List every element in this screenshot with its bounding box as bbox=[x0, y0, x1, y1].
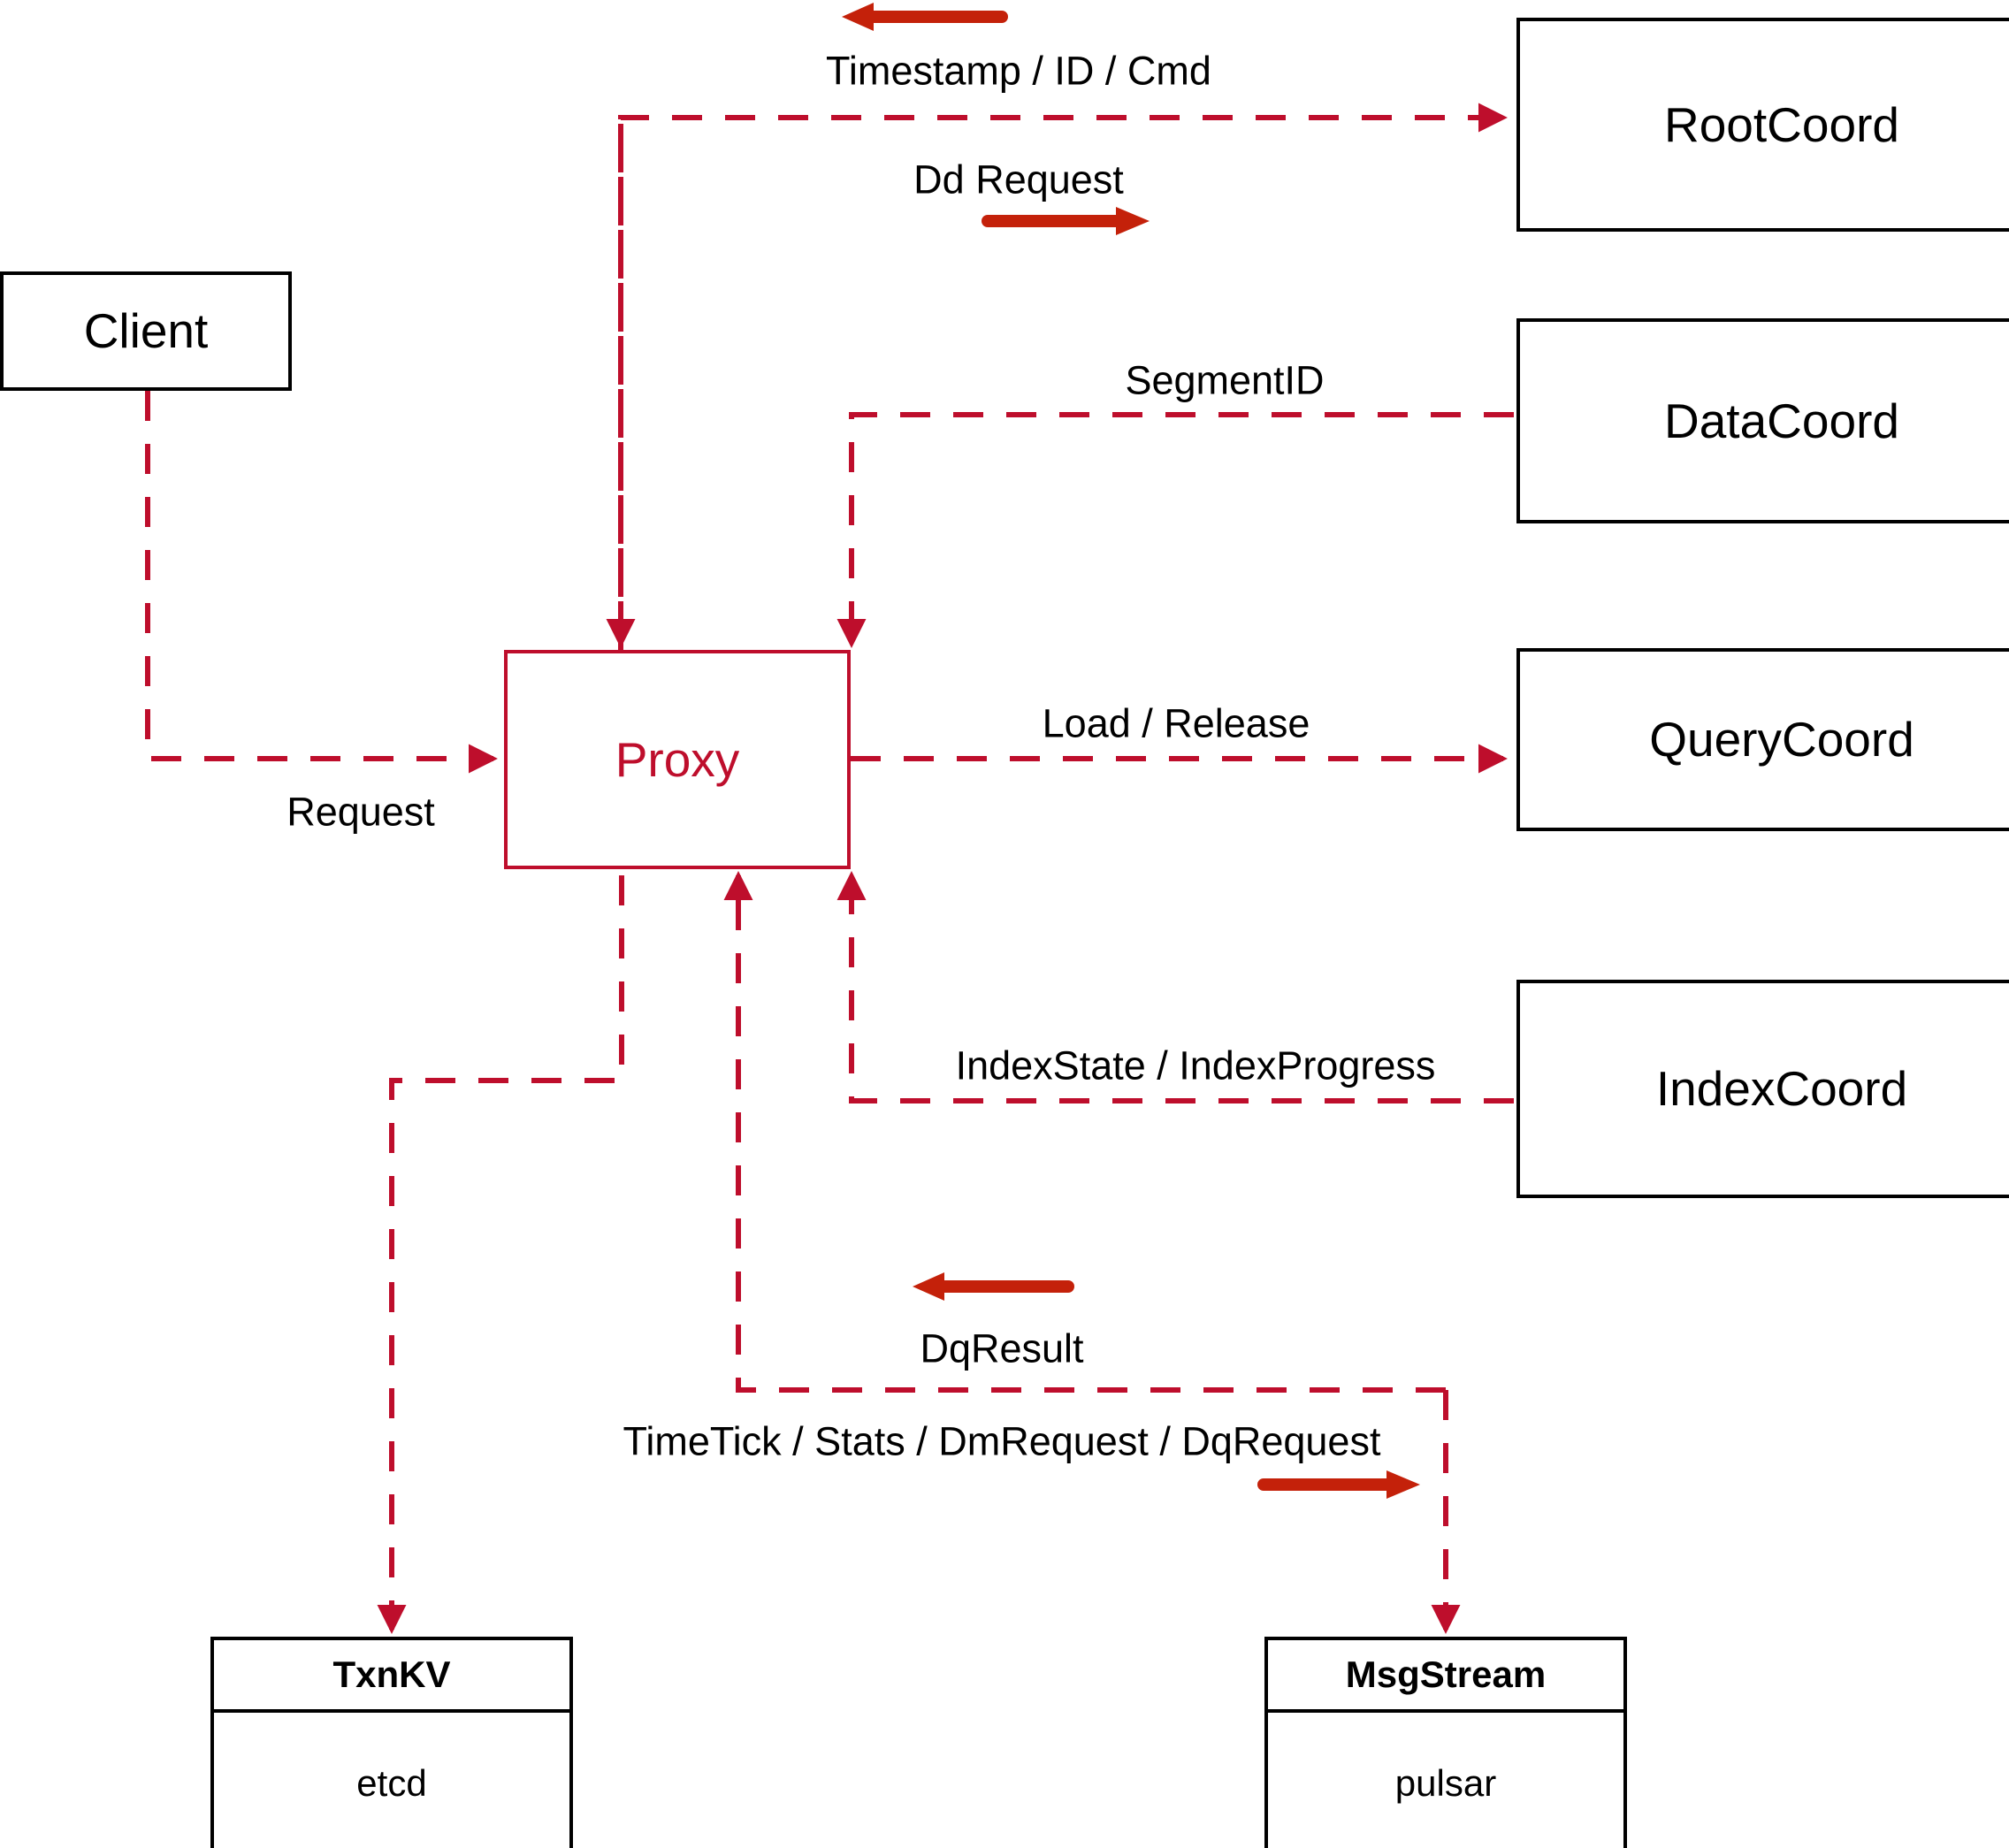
store-msgstream-body: pulsar bbox=[1268, 1713, 1623, 1848]
node-datacoord[interactable]: DataCoord bbox=[1516, 318, 2009, 523]
edge-label-dd-request: Dd Request bbox=[913, 157, 1124, 202]
edge-indexcoord-to-proxy bbox=[836, 871, 1514, 1103]
edge-label-timetick-stats-dmrequest-dqrequest: TimeTick / Stats / DmRequest / DqRequest bbox=[623, 1418, 1381, 1464]
edge-proxy-to-rootcoord bbox=[618, 103, 1508, 650]
node-proxy[interactable]: Proxy bbox=[504, 650, 851, 869]
edge-label-timestamp-id-cmd: Timestamp / ID / Cmd bbox=[826, 48, 1211, 94]
store-txnkv-body: etcd bbox=[214, 1713, 569, 1848]
store-msgstream[interactable]: MsgStream pulsar bbox=[1264, 1637, 1627, 1848]
direction-arrow-right-dd bbox=[982, 207, 1150, 235]
node-querycoord-label: QueryCoord bbox=[1649, 712, 1914, 767]
edge-proxy-to-txnkv bbox=[377, 875, 624, 1634]
edge-label-load-release: Load / Release bbox=[1042, 700, 1310, 746]
direction-arrow-left-dqresult bbox=[913, 1272, 1074, 1301]
store-txnkv[interactable]: TxnKV etcd bbox=[210, 1637, 573, 1848]
direction-arrows bbox=[842, 3, 1420, 1499]
store-msgstream-body-label: pulsar bbox=[1394, 1762, 1497, 1804]
node-querycoord[interactable]: QueryCoord bbox=[1516, 648, 2009, 831]
node-rootcoord-label: RootCoord bbox=[1664, 96, 1899, 152]
direction-arrow-right-timetick bbox=[1257, 1470, 1420, 1499]
edge-datacoord-to-proxy bbox=[836, 412, 1514, 648]
node-client-label: Client bbox=[83, 303, 209, 358]
store-txnkv-header: TxnKV bbox=[214, 1640, 569, 1713]
edge-msgstream-to-proxy bbox=[723, 871, 1446, 1393]
node-proxy-label: Proxy bbox=[615, 731, 740, 787]
store-txnkv-header-label: TxnKV bbox=[332, 1653, 451, 1695]
edge-label-dqresult: DqResult bbox=[920, 1325, 1084, 1371]
node-indexcoord[interactable]: IndexCoord bbox=[1516, 980, 2009, 1198]
node-rootcoord[interactable]: RootCoord bbox=[1516, 18, 2009, 232]
edge-label-request: Request bbox=[286, 789, 435, 835]
edge-client-to-proxy bbox=[145, 391, 498, 774]
store-msgstream-header-label: MsgStream bbox=[1345, 1653, 1547, 1695]
edge-label-segmentid: SegmentID bbox=[1125, 357, 1325, 403]
node-client[interactable]: Client bbox=[0, 271, 292, 391]
node-indexcoord-label: IndexCoord bbox=[1655, 1061, 1908, 1116]
direction-arrow-left-top bbox=[842, 3, 1008, 31]
node-datacoord-label: DataCoord bbox=[1664, 393, 1899, 448]
store-msgstream-header: MsgStream bbox=[1268, 1640, 1623, 1713]
edge-label-indexstate-indexprogress: IndexState / IndexProgress bbox=[955, 1042, 1436, 1088]
store-txnkv-body-label: etcd bbox=[356, 1762, 427, 1804]
